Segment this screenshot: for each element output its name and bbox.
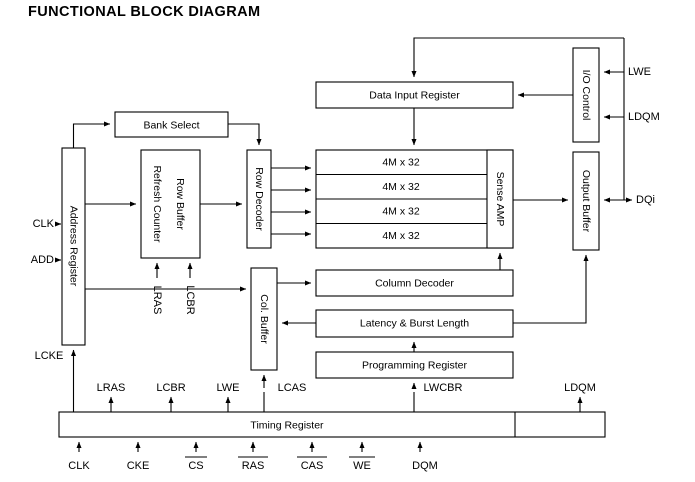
pin-label-dqi: DQi — [636, 194, 655, 206]
row-decoder-box — [246, 149, 272, 249]
block-io-control[interactable]: I/O Control — [572, 47, 600, 143]
io-control-label: I/O Control — [580, 70, 592, 121]
wire-address-register-to-bank-select — [72, 121, 111, 148]
data-input-register-box — [315, 81, 514, 109]
address-register-label: Address Register — [68, 206, 80, 287]
signal-label-lras-row: LRAS — [151, 286, 163, 315]
pin-label-lwe: LWE — [628, 66, 651, 78]
pin-label-add: ADD — [31, 254, 54, 266]
block-bank-select[interactable]: Bank Select — [114, 111, 229, 138]
sense-amp-box — [486, 149, 514, 249]
output-buffer-label: Output Buffer — [580, 170, 592, 233]
left-input-pins: CLK ADD — [31, 218, 55, 266]
memory-bank-label: 4M x 32 — [382, 205, 420, 217]
pin-label-ras-bottom: RAS — [242, 460, 265, 472]
refresh-counter-label: Refresh Counter — [151, 165, 163, 243]
memory-bank-label: 4M x 32 — [382, 156, 420, 168]
row-decoder-label: Row Decoder — [253, 167, 265, 231]
signal-label-ldqm: LDQM — [564, 382, 596, 394]
latency-burst-length-label: Latency & Burst Length — [360, 317, 469, 329]
wire-dq-bus-to-data-input-register — [411, 37, 624, 78]
block-column-decoder[interactable]: Column Decoder — [315, 269, 514, 297]
col-buffer-box — [250, 267, 278, 371]
signal-label-lras: LRAS — [97, 382, 126, 394]
signal-label-lcas: LCAS — [278, 382, 307, 394]
wire-latency-to-output-buffer — [513, 254, 589, 324]
right-port-pins: LWE LDQM DQi — [628, 66, 660, 206]
refresh-counter-row-buffer-box — [140, 149, 201, 259]
timing-register-box — [58, 411, 606, 438]
wire-address-register-to-col-buffer — [84, 286, 247, 330]
row-buffer-label: Row Buffer — [174, 178, 186, 230]
pin-label-cke-bottom: CKE — [127, 460, 150, 472]
block-data-input-register[interactable]: Data Input Register — [315, 81, 514, 109]
column-decoder-label: Column Decoder — [375, 277, 454, 289]
memory-bank-label: 4M x 32 — [382, 230, 420, 242]
programming-register-box — [315, 351, 514, 379]
data-input-register-label: Data Input Register — [369, 89, 460, 101]
pin-label-clk: CLK — [33, 218, 55, 230]
block-timing-register[interactable]: Timing Register — [58, 411, 606, 438]
block-row-decoder[interactable]: Row Decoder — [246, 149, 272, 249]
col-buffer-label: Col. Buffer — [258, 294, 270, 344]
signal-label-lcbr: LCBR — [156, 382, 185, 394]
block-refresh-counter-row-buffer[interactable]: Refresh Counter Row Buffer — [140, 149, 201, 259]
sense-amp-label: Sense AMP — [494, 172, 506, 227]
bank-select-box — [114, 111, 229, 138]
bank-select-label: Bank Select — [143, 119, 199, 131]
block-programming-register[interactable]: Programming Register — [315, 351, 514, 379]
output-buffer-box — [572, 151, 600, 251]
block-address-register[interactable]: Address Register — [61, 147, 86, 346]
signal-label-lwe: LWE — [216, 382, 239, 394]
address-register-box — [61, 147, 86, 346]
memory-bank-label: 4M x 32 — [382, 181, 420, 193]
pin-label-ldqm: LDQM — [628, 111, 660, 123]
block-col-buffer[interactable]: Col. Buffer — [250, 267, 278, 371]
pin-label-clk-bottom: CLK — [68, 460, 90, 472]
programming-register-label: Programming Register — [362, 359, 468, 371]
block-output-buffer[interactable]: Output Buffer — [572, 151, 600, 251]
column-decoder-box — [315, 269, 514, 297]
pin-label-we-bottom: WE — [353, 460, 371, 472]
signal-label-lcke: LCKE — [35, 350, 64, 362]
bottom-input-pins: CLK CKE CS RAS CAS WE DQM — [68, 456, 438, 472]
latency-burst-length-box — [315, 309, 514, 338]
internal-signal-labels: LRAS LCBR LCKE LRAS LCBR LWE LCAS LWCBR … — [35, 285, 596, 394]
pin-label-dqm-bottom: DQM — [412, 460, 438, 472]
pin-label-cas-bottom: CAS — [301, 460, 324, 472]
io-control-box — [572, 47, 600, 143]
signal-label-lwcbr: LWCBR — [424, 382, 463, 394]
timing-register-label: Timing Register — [250, 419, 324, 431]
block-memory-array[interactable]: 4M x 32 4M x 32 4M x 32 4M x 32 — [315, 149, 514, 249]
pin-label-cs-bottom: CS — [188, 460, 203, 472]
block-sense-amp[interactable]: Sense AMP — [486, 149, 514, 249]
wires — [54, 37, 633, 452]
signal-label-lcbr-row: LCBR — [184, 285, 196, 314]
block-latency-burst-length[interactable]: Latency & Burst Length — [315, 309, 514, 338]
wire-bank-select-to-row-decoder — [228, 123, 262, 146]
page-title: FUNCTIONAL BLOCK DIAGRAM — [28, 4, 261, 20]
